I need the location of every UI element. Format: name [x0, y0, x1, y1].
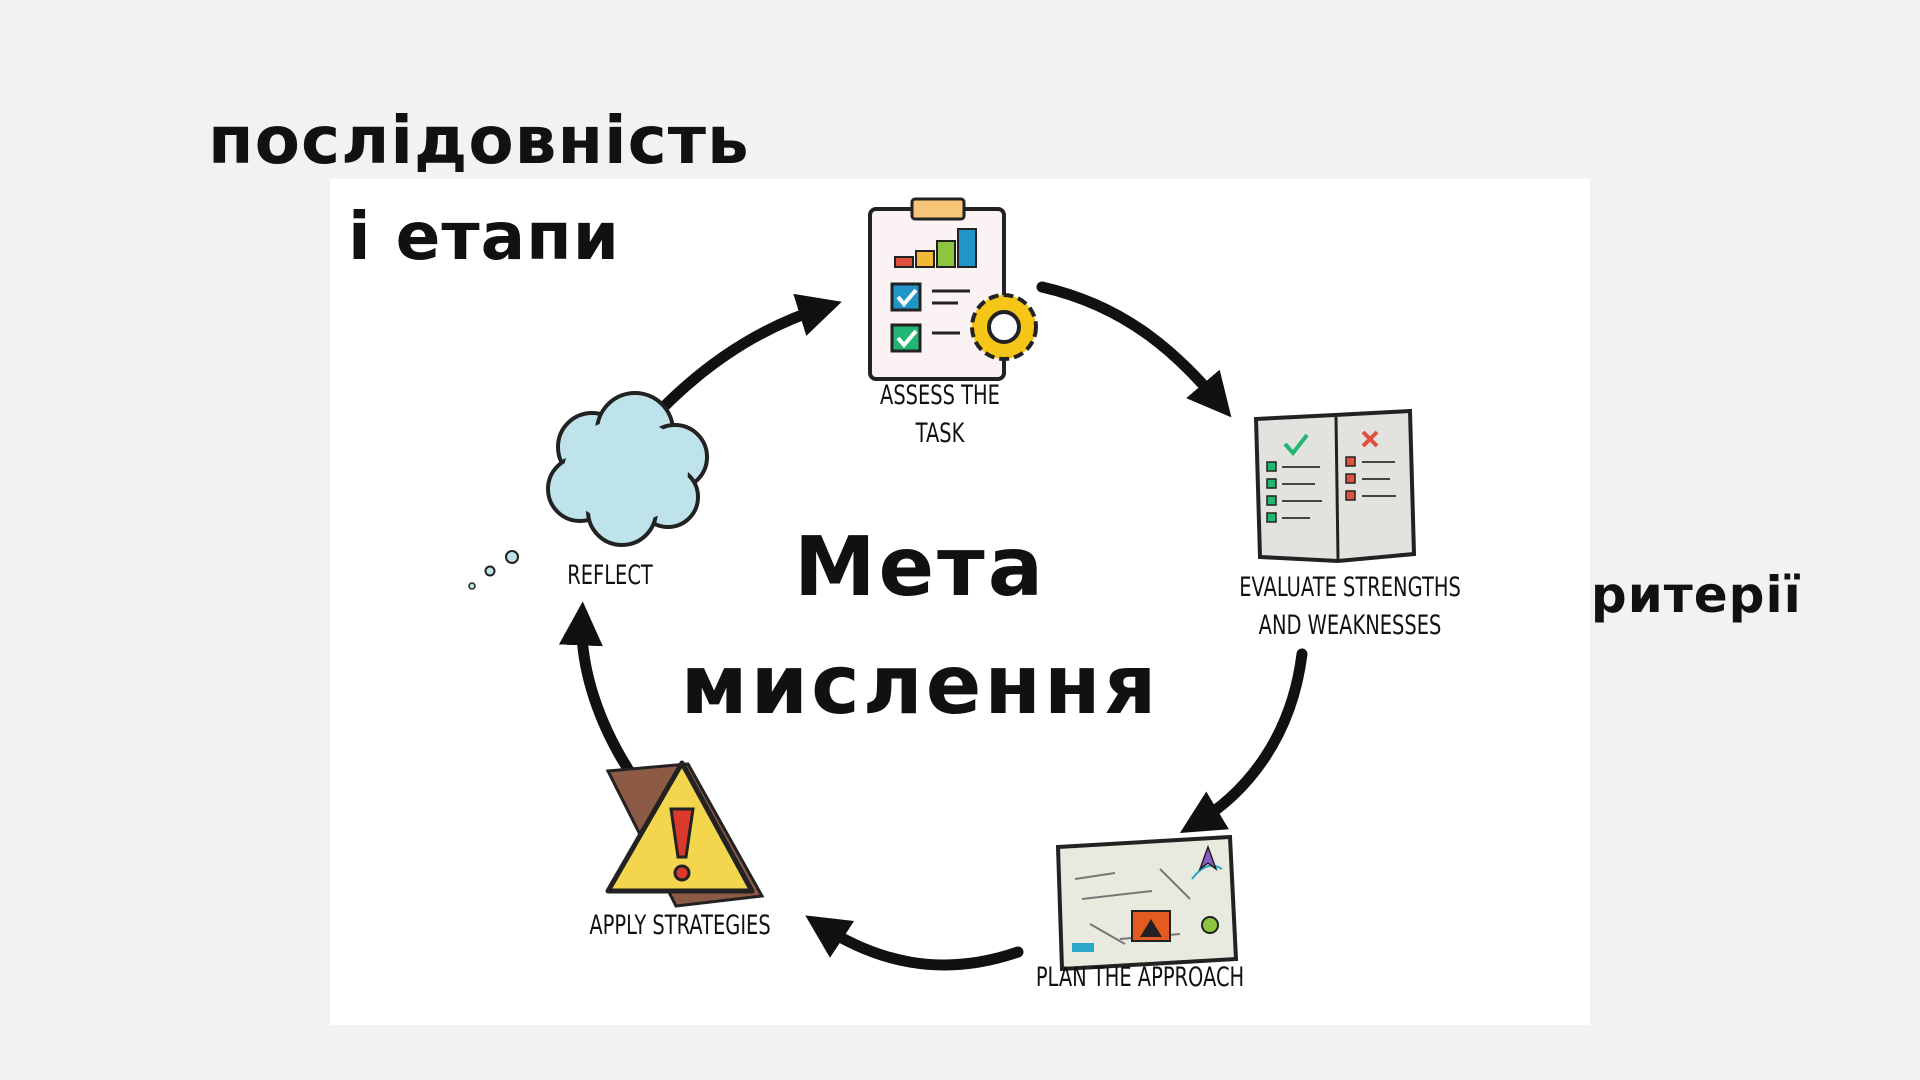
arrow-assess-to-evaluate	[1036, 281, 1232, 418]
metacognition-cycle-image: ASSESS THE TASK EVALUATE STRENGTHS AND W…	[330, 179, 1590, 1025]
cycle-diagram	[468, 197, 1417, 972]
map-plan-icon	[1055, 834, 1239, 972]
center-title-line-1: Мета	[793, 520, 1047, 615]
arrow-evaluate-to-plan	[1179, 648, 1308, 834]
warning-triangle-icon	[605, 760, 765, 908]
arrow-reflect-to-assess	[646, 293, 842, 425]
step-label-evaluate: EVALUATE STRENGTHS AND WEAKNESSES	[1239, 572, 1461, 641]
arrow-apply-to-reflect	[558, 601, 644, 790]
clipboard-gear-icon	[868, 197, 1038, 381]
center-title-line-2: мислення	[680, 638, 1160, 733]
thought-cloud-icon	[468, 391, 709, 590]
step-label-plan: PLAN THE APPROACH	[1035, 962, 1245, 993]
cycle-arrows	[558, 281, 1308, 971]
checklist-book-icon	[1253, 408, 1417, 564]
slide-title-line-2: і етапи	[348, 198, 620, 275]
arrow-plan-to-apply	[805, 915, 1024, 971]
step-label-reflect: REFLECT	[567, 560, 653, 591]
step-label-apply: APPLY STRATEGIES	[589, 910, 771, 941]
step-label-assess: ASSESS THE TASK	[880, 380, 1000, 449]
slide-title-line-1: послідовність	[208, 102, 750, 179]
side-label-criteria: критерії	[1556, 566, 1802, 624]
